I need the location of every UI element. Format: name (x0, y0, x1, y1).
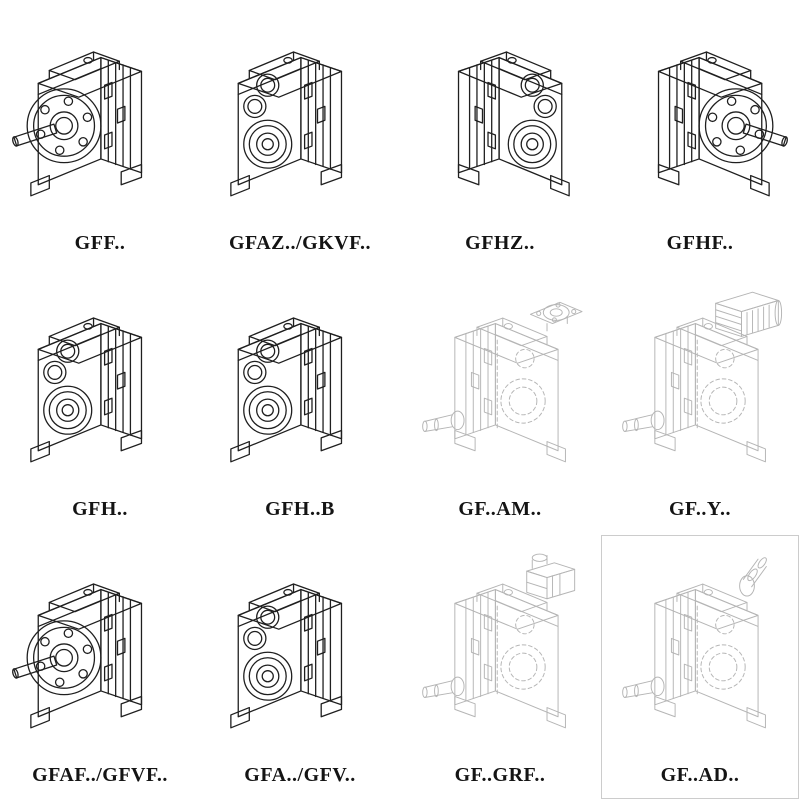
catalog-cell: GFAF../GFVF.. (0, 534, 200, 800)
model-label: GFAF../GFVF.. (32, 764, 168, 786)
catalog-cell: GF..AD.. (600, 534, 800, 800)
gearbox-bores-drawing (202, 14, 398, 232)
gearbox-top-flange-drawing (402, 280, 598, 498)
catalog-cell: GFHZ.. (400, 2, 600, 268)
gearbox-bores-drawing (202, 280, 398, 498)
model-label: GFH.. (72, 498, 128, 520)
catalog-cell: GFF.. (0, 2, 200, 268)
catalog-cell: GFH..B (200, 268, 400, 534)
gearbox-flange-drawing (602, 14, 798, 232)
gearbox-bores-drawing (402, 14, 598, 232)
model-label: GFF.. (74, 232, 126, 254)
gearbox-top-shaft-drawing (602, 546, 798, 764)
model-label: GFAZ../GKVF.. (228, 232, 372, 254)
model-label: GFHF.. (666, 232, 734, 254)
gearbox-bores-drawing (202, 546, 398, 764)
model-label: GF..Y.. (668, 498, 732, 520)
model-label: GFHZ.. (465, 232, 535, 254)
catalog-cell: GFA../GFV.. (200, 534, 400, 800)
catalog-cell: GF..GRF.. (400, 534, 600, 800)
catalog-cell: GFH.. (0, 268, 200, 534)
catalog-cell: GF..Y.. (600, 268, 800, 534)
catalog-cell: GFHF.. (600, 2, 800, 268)
model-label: GF..GRF.. (454, 764, 546, 786)
model-label: GF..AD.. (660, 764, 740, 786)
gearbox-bores-drawing (2, 280, 198, 498)
gearbox-flange-drawing (2, 14, 198, 232)
model-label: GFA../GFV.. (244, 764, 356, 786)
model-label: GF..AM.. (458, 498, 542, 520)
catalog-cell: GFAZ../GKVF.. (200, 2, 400, 268)
gearbox-flange-drawing (2, 546, 198, 764)
catalog-cell: GF..AM.. (400, 268, 600, 534)
model-label: GFH..B (265, 498, 335, 520)
gearbox-motor-drawing (602, 280, 798, 498)
gearbox-adapter-drawing (402, 546, 598, 764)
